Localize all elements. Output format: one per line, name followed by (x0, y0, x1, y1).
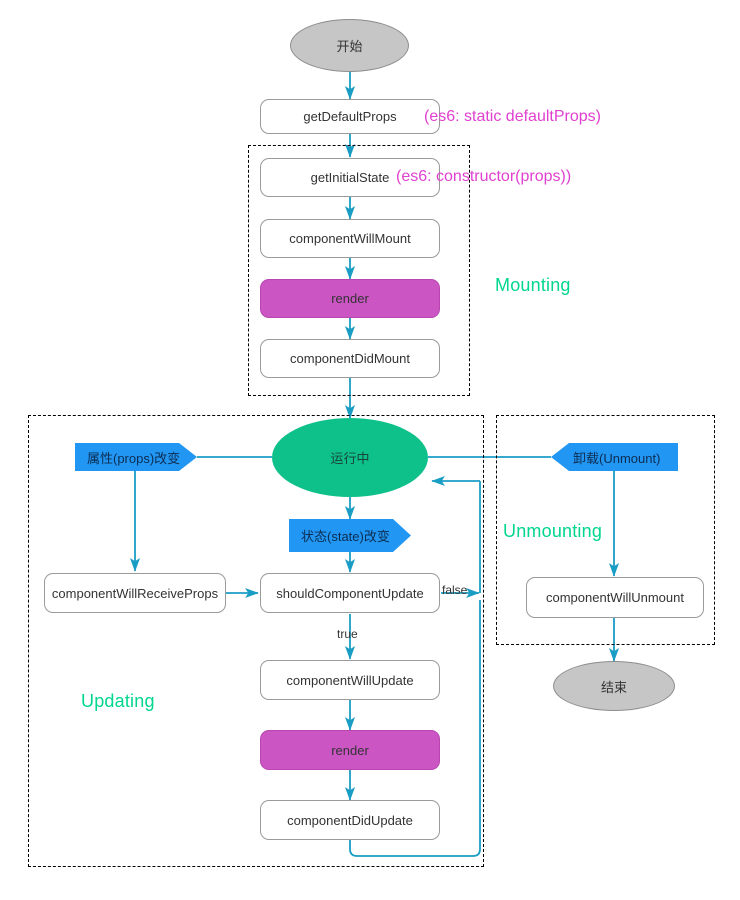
node-component-did-update[interactable]: componentDidUpdate (260, 800, 440, 840)
group-label-unmounting: Unmounting (503, 521, 603, 541)
edge-label-true: true (337, 627, 358, 641)
group-label-mounting: Mounting (495, 275, 571, 295)
node-component-will-receive-props[interactable]: componentWillReceiveProps (44, 573, 226, 613)
trigger-state-change[interactable]: 状态(state)改变 (289, 519, 411, 552)
node-component-will-unmount[interactable]: componentWillUnmount (526, 577, 704, 618)
annotation-default-props-es6: (es6: static defaultProps) (424, 108, 601, 125)
trigger-unmount[interactable]: 卸载(Unmount) (551, 443, 678, 471)
group-unmounting (496, 415, 715, 645)
node-should-component-update[interactable]: shouldComponentUpdate (260, 573, 440, 613)
edge-label-false: false (442, 583, 468, 597)
node-component-will-mount[interactable]: componentWillMount (260, 219, 440, 258)
annotation-initial-state-es6: (es6: constructor(props)) (396, 168, 572, 185)
node-start[interactable]: 开始 (290, 19, 409, 72)
node-running-state[interactable]: 运行中 (272, 418, 428, 497)
group-label-updating: Updating (81, 691, 155, 711)
group-mounting (248, 145, 470, 396)
node-render-mounting[interactable]: render (260, 279, 440, 318)
trigger-props-change[interactable]: 属性(props)改变 (75, 443, 197, 471)
node-get-default-props[interactable]: getDefaultProps (260, 99, 440, 134)
group-updating (28, 415, 484, 867)
node-component-did-mount[interactable]: componentDidMount (260, 339, 440, 378)
node-get-initial-state[interactable]: getInitialState (260, 158, 440, 197)
node-end[interactable]: 结束 (553, 661, 675, 711)
node-component-will-update[interactable]: componentWillUpdate (260, 660, 440, 700)
node-render-updating[interactable]: render (260, 730, 440, 770)
